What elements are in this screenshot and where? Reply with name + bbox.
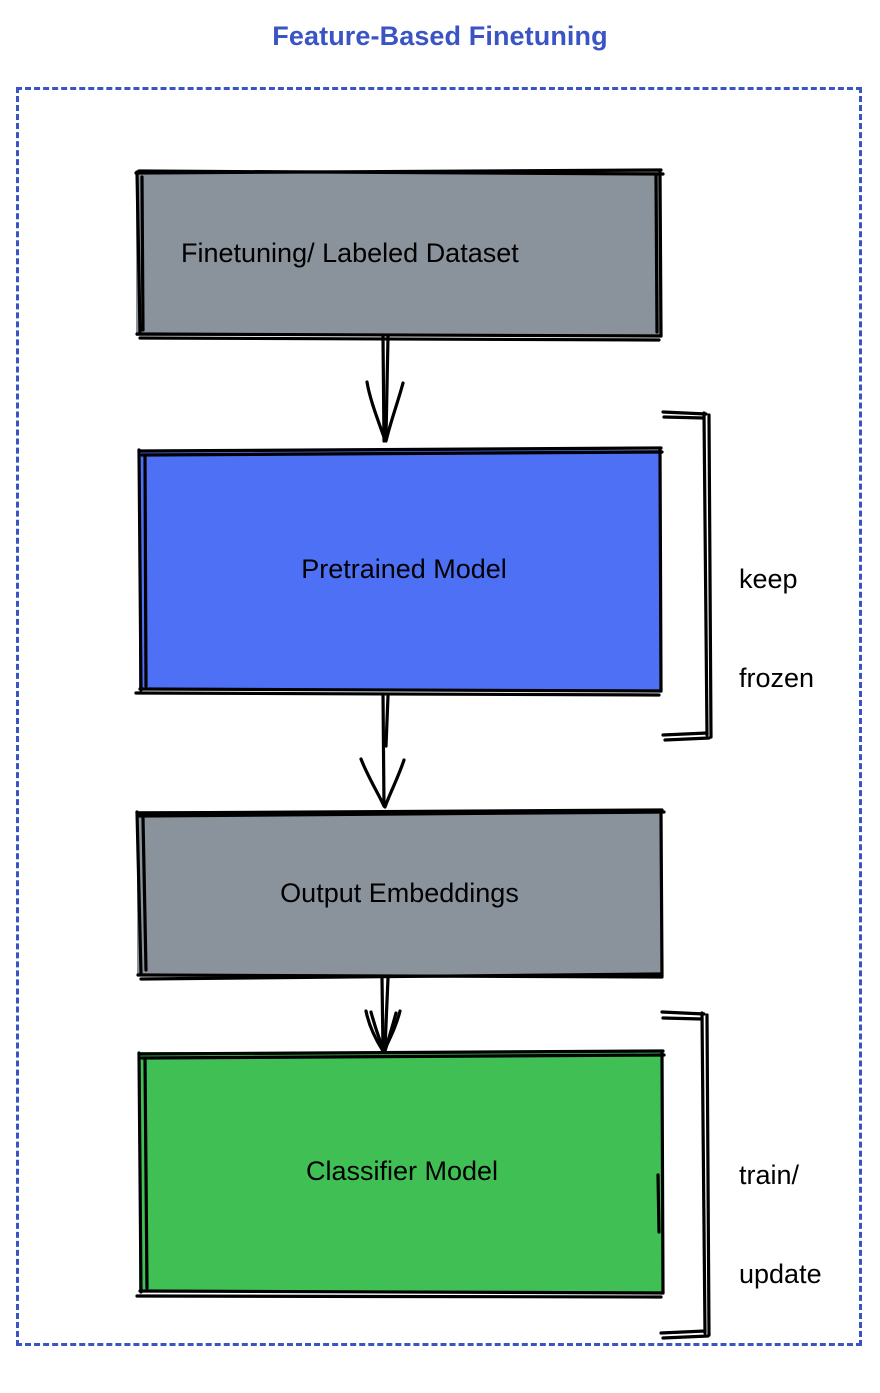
node-label-embeddings: Output Embeddings (280, 877, 519, 908)
annotation-train-update-line2: update (739, 1258, 822, 1289)
node-label-pretrained: Pretrained Model (301, 554, 507, 585)
node-finetuning-labeled-dataset[interactable]: Finetuning/ Labeled Dataset (136, 171, 661, 336)
annotation-keep-frozen-line2: frozen (739, 662, 815, 693)
node-pretrained-model[interactable]: Pretrained Model (139, 450, 661, 690)
dashed-container-frame (16, 87, 862, 1346)
node-output-embeddings[interactable]: Output Embeddings (137, 811, 662, 976)
node-classifier-model[interactable]: Classifier Model (139, 1052, 663, 1292)
annotation-keep-frozen-line1: keep (739, 563, 798, 594)
node-label-dataset: Finetuning/ Labeled Dataset (181, 237, 519, 268)
annotation-keep-frozen: keep frozen (739, 497, 814, 761)
page-title: Feature-Based Finetuning (272, 21, 608, 51)
annotation-train-update-line1: train/ (739, 1159, 800, 1190)
node-label-classifier: Classifier Model (305, 1156, 499, 1187)
annotation-train-update: train/ update (739, 1093, 822, 1357)
